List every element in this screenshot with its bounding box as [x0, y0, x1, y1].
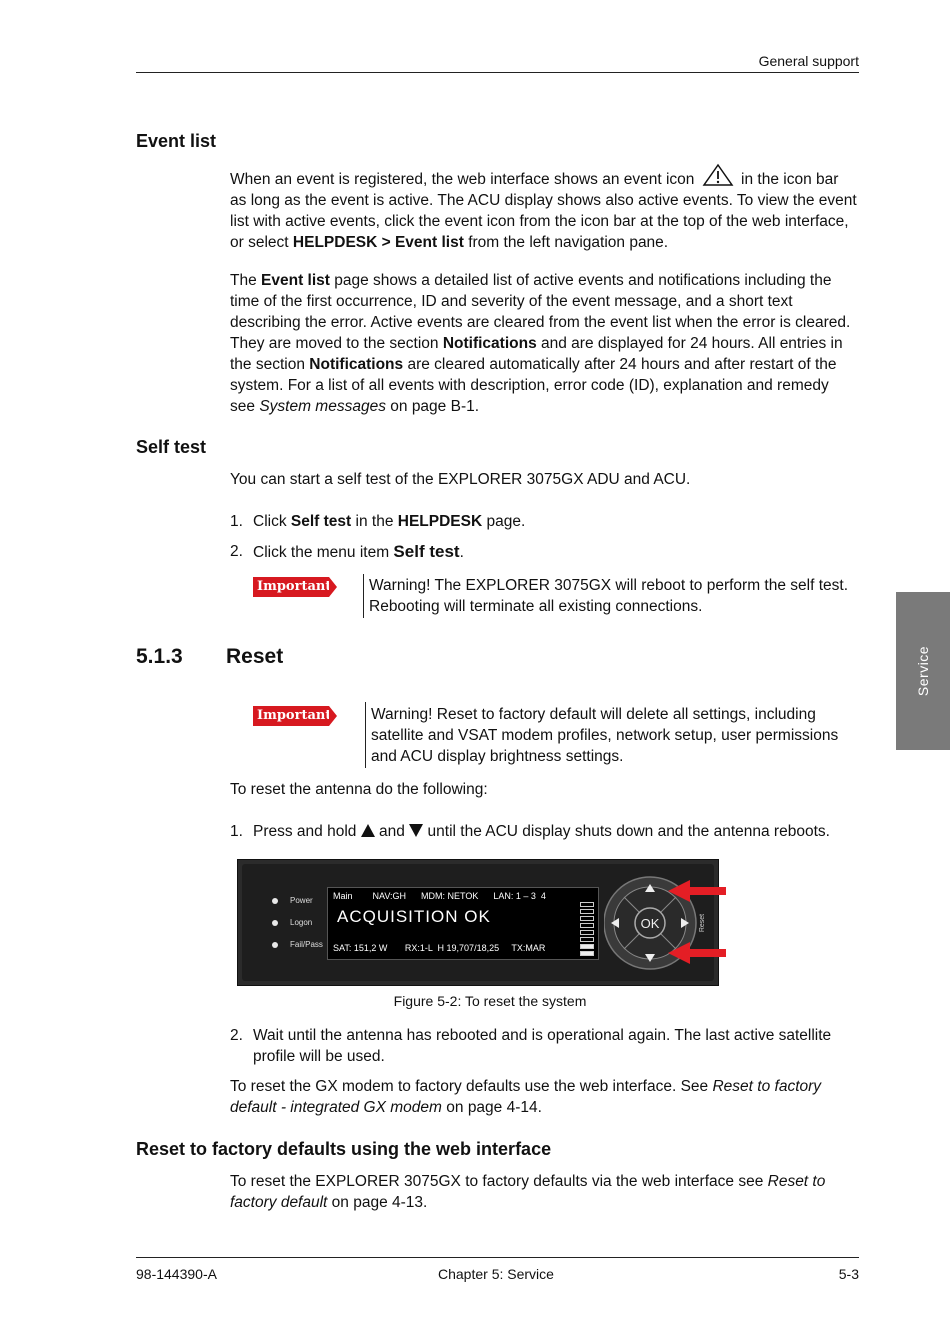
keypad-down-icon [645, 954, 655, 962]
reset-step-1: 1. Press and hold and until the ACU disp… [230, 823, 830, 840]
factory-defaults-paragraph: To reset the EXPLORER 3075GX to factory … [230, 1173, 826, 1211]
signal-bar [580, 951, 594, 956]
red-arrow-up-icon [668, 880, 726, 902]
signal-bar [580, 944, 594, 949]
self-test-step-2: 2. Click the menu item Self test. [230, 542, 464, 561]
reset-intro: To reset the antenna do the following: [230, 781, 488, 798]
signal-bars [580, 902, 594, 958]
self-test-step-1: 1. Click Self test in the HELPDESK page. [230, 513, 526, 530]
reset-step-2: 2. Wait until the antenna has rebooted a… [230, 1027, 832, 1065]
red-arrow-down-icon [668, 942, 726, 964]
led-logon: Logon [272, 918, 312, 927]
ok-button-label: OK [641, 916, 660, 931]
self-test-warning: Warning! The EXPLORER 3075GX will reboot… [369, 577, 848, 615]
section-number: 5.1.3 [136, 645, 183, 668]
lcd-status-line: Main NAV:GH MDM: NETOK LAN: 1 – 3 4 [333, 891, 546, 901]
chapter-side-tab: Service [896, 592, 950, 750]
header-rule [136, 72, 859, 73]
reset-warning: Warning! Reset to factory default will d… [371, 706, 839, 765]
document-number: 98-144390-A [136, 1266, 217, 1282]
lcd-bottom-line: SAT: 151,2 W RX:1-L H 19,707/18,25 TX:MA… [333, 943, 546, 953]
keypad-up-icon [645, 884, 655, 892]
keypad-right-icon [681, 918, 689, 928]
factory-defaults-heading: Reset to factory defaults using the web … [136, 1139, 552, 1159]
signal-bar [580, 902, 594, 907]
gx-modem-paragraph: To reset the GX modem to factory default… [230, 1078, 822, 1116]
chapter-label: Chapter 5: Service [438, 1266, 554, 1282]
warning-icon [702, 163, 734, 186]
signal-bar [580, 909, 594, 914]
running-header: General support [758, 53, 859, 69]
self-test-heading: Self test [136, 437, 207, 457]
signal-bar [580, 930, 594, 935]
figure-caption: Figure 5-2: To reset the system [393, 993, 587, 1009]
reset-heading: Reset [226, 645, 284, 668]
acu-lcd-display: Main NAV:GH MDM: NETOK LAN: 1 – 3 4 ACQU… [327, 887, 599, 960]
event-list-paragraph-2: The Event list page shows a detailed lis… [230, 272, 851, 415]
keypad-left-icon [611, 918, 619, 928]
signal-bar [580, 923, 594, 928]
signal-bar [580, 916, 594, 921]
acu-keypad: OK Reset [604, 876, 706, 970]
up-arrow-icon [360, 824, 375, 837]
factory-default-ref: Reset to factory default [230, 1173, 826, 1211]
event-list-paragraph-1: When an event is registered, the web int… [230, 163, 858, 253]
signal-bar [580, 937, 594, 942]
helpdesk-event-list-path: HELPDESK > Event list [292, 234, 464, 251]
lcd-main-message: ACQUISITION OK [337, 907, 491, 926]
down-arrow-icon [409, 824, 424, 837]
side-tab-label: Service [915, 645, 931, 697]
important-divider [365, 702, 366, 768]
self-test-intro: You can start a self test of the EXPLORE… [230, 471, 691, 488]
gx-modem-ref: Reset to factory default - integrated GX… [230, 1078, 822, 1116]
led-power: Power [272, 896, 313, 905]
event-list-heading: Event list [136, 131, 217, 151]
reset-label: Reset [699, 914, 706, 932]
page-number: 5-3 [838, 1266, 859, 1282]
footer-rule [136, 1257, 859, 1258]
led-fail-pass: Fail/Pass [272, 940, 323, 949]
important-divider [363, 574, 364, 618]
acu-front-panel-figure: Power Logon Fail/Pass Main NAV:GH MDM: N… [237, 859, 719, 986]
system-messages-ref: System messages [259, 398, 386, 415]
